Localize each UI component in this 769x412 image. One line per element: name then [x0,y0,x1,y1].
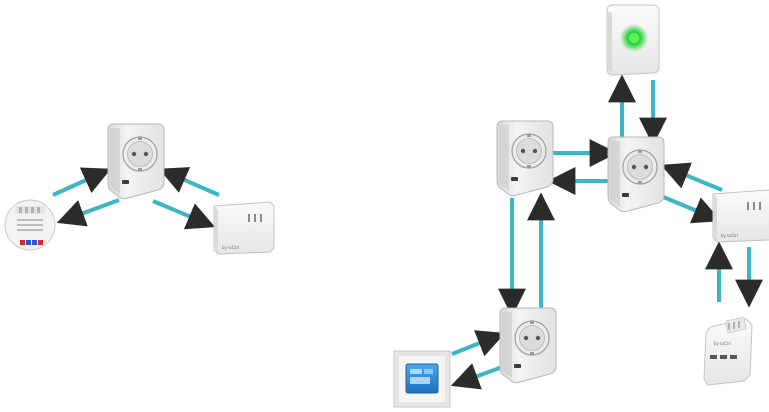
link-plug-to-gateway [152,199,216,230]
mesh-network: by ioCtrl by ioCtrl [393,4,769,408]
gateway-device: by ioCtrl [213,201,275,255]
room-thermostat-device [393,350,451,408]
link-gateway-to-plug [158,167,220,197]
wall-sensor-device [606,4,660,76]
gateway-right-brand-label: by ioCtrl [721,233,738,238]
radiator-valve-device: by ioCtrl [703,316,753,386]
simple-network: by ioCtrl [4,123,275,255]
gateway-brand-label: by ioCtrl [222,245,239,250]
valve-brand-label: by ioCtrl [714,341,731,346]
link-gateway-to-plugcenter [660,162,723,192]
plug-router-device [107,123,165,200]
plug-bottom-device [499,307,557,384]
link-thermostat-to-plugbottom [451,330,506,357]
link-flush-to-plug [52,167,112,197]
link-plugbottom-to-thermostat [450,363,506,390]
gateway-device-right: by ioCtrl [712,189,769,243]
link-plugcenter-to-gateway [660,194,722,224]
plug-left-device [496,120,554,197]
link-plug-to-flush [56,198,120,227]
plug-center-device [607,136,665,213]
flush-module-device [4,199,56,251]
